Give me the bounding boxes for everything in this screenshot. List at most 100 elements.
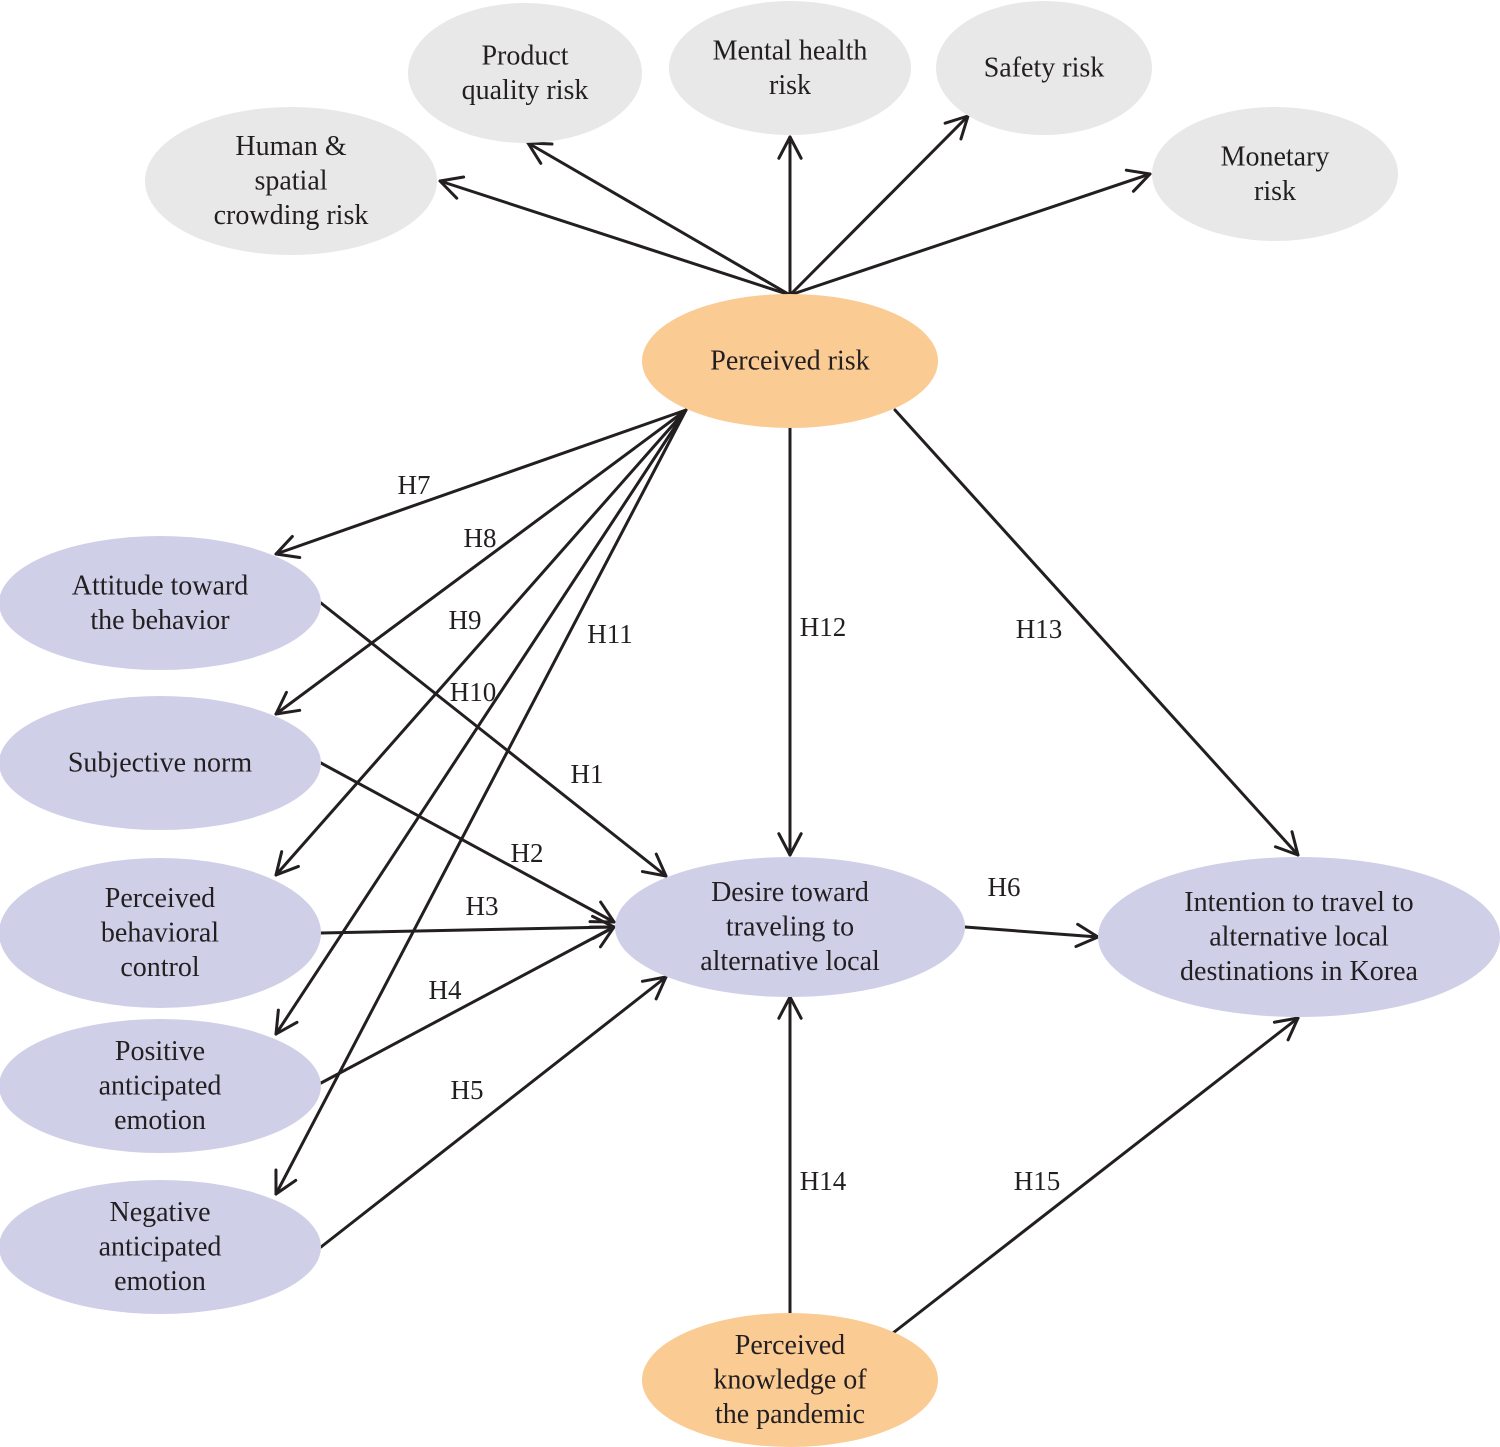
edge-label-h3: H3 bbox=[466, 891, 499, 921]
h3-line bbox=[319, 925, 616, 935]
h2-line bbox=[319, 761, 616, 924]
attitude-toward-behavior-label-line-1: Attitude toward bbox=[72, 570, 249, 601]
h2-arrowhead bbox=[588, 900, 616, 924]
perceived-knowledge-pandemic-ellipse bbox=[642, 1313, 938, 1447]
subjective-norm-ellipse bbox=[0, 696, 321, 830]
monetary-risk-ellipse bbox=[1152, 107, 1398, 241]
edge-h4 bbox=[319, 925, 616, 1085]
edge-h15 bbox=[891, 1016, 1300, 1335]
node-intention-to-travel: Intention to travel to alternative locald… bbox=[1098, 857, 1500, 1017]
edge-h14 bbox=[777, 995, 803, 1315]
node-safety-risk: Safety risk bbox=[936, 1, 1152, 135]
node-subjective-norm: Subjective norm bbox=[0, 696, 321, 830]
edge-label-h14: H14 bbox=[800, 1166, 847, 1196]
perceived-knowledge-pandemic-label-line-3: the pandemic bbox=[715, 1399, 865, 1430]
perceived-knowledge-pandemic-label-line-1: Perceived bbox=[735, 1330, 845, 1361]
edge-h11 bbox=[274, 408, 688, 1196]
h1-arrowhead bbox=[640, 852, 668, 878]
safety-risk-ellipse bbox=[936, 1, 1152, 135]
perceived-risk-label-line-1: Perceived risk bbox=[710, 346, 869, 377]
edge-label-h5: H5 bbox=[451, 1075, 484, 1105]
h5-line bbox=[319, 975, 668, 1249]
pr-monetary-arrowhead bbox=[1124, 168, 1152, 193]
h4-arrowhead bbox=[588, 925, 616, 949]
edge-label-h2: H2 bbox=[511, 838, 544, 868]
pr-safety-arrowhead bbox=[943, 114, 970, 141]
h8-line bbox=[274, 408, 688, 716]
perceived-knowledge-pandemic-label-line-2: knowledge of bbox=[713, 1365, 867, 1396]
intention-to-travel-ellipse bbox=[1098, 857, 1500, 1017]
h5-arrowhead bbox=[640, 975, 668, 1001]
h11-line bbox=[274, 408, 688, 1196]
pr-human-line bbox=[438, 179, 792, 297]
positive-anticipated-emotion-label-line-2: anticipated bbox=[99, 1071, 222, 1102]
edge-h2 bbox=[319, 761, 616, 924]
node-monetary-risk: Monetary risk bbox=[1152, 107, 1398, 241]
edge-label-h12: H12 bbox=[800, 612, 847, 642]
human-spatial-crowding-risk-label-line-2: spatial bbox=[254, 166, 327, 197]
attitude-toward-behavior-label-line-2: the behavior bbox=[90, 605, 230, 636]
edge-pr-mental bbox=[777, 135, 803, 297]
edge-h9 bbox=[274, 408, 688, 877]
human-spatial-crowding-risk-label-line-1: Human & bbox=[235, 131, 346, 162]
h10-arrowhead bbox=[274, 1008, 299, 1036]
positive-anticipated-emotion-label-line-3: emotion bbox=[114, 1105, 206, 1136]
desire-toward-traveling-label-line-2: traveling to bbox=[726, 912, 854, 943]
edge-label-h7: H7 bbox=[398, 470, 431, 500]
intention-to-travel-label-line-3: destinations in Korea bbox=[1180, 956, 1419, 987]
edge-pr-monetary bbox=[788, 168, 1152, 297]
edge-pr-product bbox=[526, 141, 792, 297]
edge-label-h11: H11 bbox=[587, 619, 633, 649]
pr-mental-arrowhead bbox=[777, 135, 803, 160]
desire-toward-traveling-label-line-3: alternative local bbox=[700, 946, 880, 977]
node-perceived-risk: Perceived risk bbox=[642, 294, 938, 428]
pr-product-arrowhead bbox=[526, 141, 554, 165]
human-spatial-crowding-risk-label-line-3: crowding risk bbox=[214, 200, 369, 231]
perceived-behavioral-control-ellipse bbox=[0, 858, 321, 1008]
h6-line bbox=[963, 925, 1100, 939]
edge-h12 bbox=[777, 426, 803, 857]
edge-pr-safety bbox=[788, 114, 970, 297]
edge-label-h9: H9 bbox=[449, 605, 482, 635]
monetary-risk-label-line-1: Monetary bbox=[1221, 141, 1330, 172]
desire-toward-traveling-label-line-1: Desire toward bbox=[711, 877, 869, 908]
edge-h1 bbox=[319, 601, 668, 878]
edge-label-h15: H15 bbox=[1014, 1166, 1061, 1196]
pr-safety-line bbox=[788, 114, 970, 297]
h7-line bbox=[274, 408, 688, 556]
positive-anticipated-emotion-ellipse bbox=[0, 1019, 321, 1153]
perceived-risk-ellipse bbox=[642, 294, 938, 428]
h15-arrowhead bbox=[1272, 1016, 1300, 1042]
desire-toward-traveling-ellipse bbox=[615, 857, 965, 997]
pr-human-arrowhead bbox=[438, 175, 466, 200]
h9-line bbox=[274, 408, 688, 877]
product-quality-risk-label-line-1: Product bbox=[481, 40, 568, 71]
intention-to-travel-label-line-1: Intention to travel to bbox=[1184, 887, 1413, 918]
h13-line bbox=[893, 408, 1300, 857]
subjective-norm-label-line-1: Subjective norm bbox=[68, 748, 253, 779]
h9-arrowhead bbox=[274, 850, 300, 877]
mental-health-risk-label-line-2: risk bbox=[769, 70, 811, 101]
h10-line bbox=[274, 408, 688, 1036]
product-quality-risk-label-line-2: quality risk bbox=[462, 75, 589, 106]
perceived-behavioral-control-label-line-3: control bbox=[120, 952, 200, 983]
edges-layer bbox=[274, 114, 1300, 1335]
edge-h10 bbox=[274, 408, 688, 1036]
edge-pr-human bbox=[438, 175, 792, 297]
edge-h8 bbox=[274, 408, 688, 716]
edge-h5 bbox=[319, 975, 668, 1249]
edge-h13 bbox=[893, 408, 1300, 857]
negative-anticipated-emotion-label-line-2: anticipated bbox=[99, 1232, 222, 1263]
edge-label-h13: H13 bbox=[1016, 614, 1063, 644]
monetary-risk-label-line-2: risk bbox=[1254, 176, 1296, 207]
edge-label-h6: H6 bbox=[988, 872, 1021, 902]
intention-to-travel-label-line-2: alternative local bbox=[1209, 922, 1389, 953]
h4-line bbox=[319, 925, 616, 1085]
product-quality-risk-ellipse bbox=[408, 3, 642, 143]
